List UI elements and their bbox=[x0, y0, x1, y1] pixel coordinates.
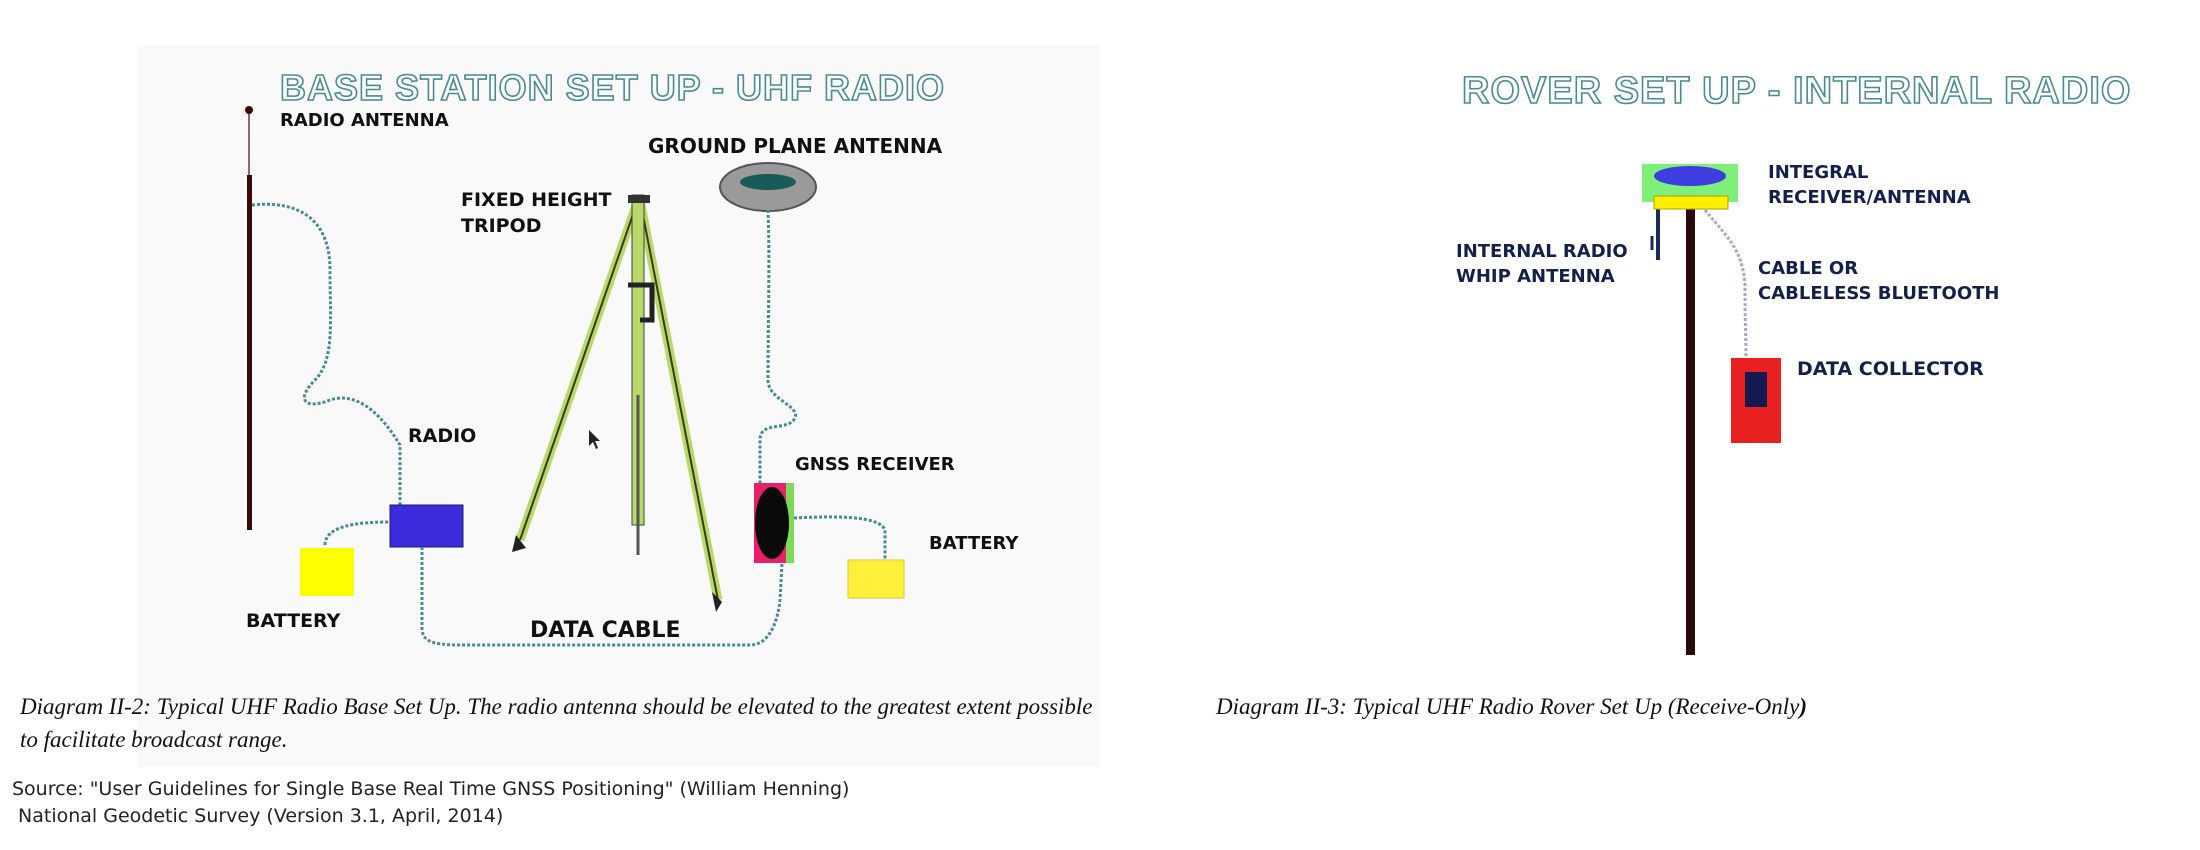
whip-antenna-label-line2: WHIP ANTENNA bbox=[1456, 266, 1615, 287]
radio-antenna-label: RADIO ANTENNA bbox=[280, 110, 449, 131]
rover-caption: Diagram II-3: Typical UHF Radio Rover Se… bbox=[1216, 690, 2116, 723]
gnss-receiver-label: GNSS RECEIVER bbox=[795, 454, 955, 475]
rover-caption-tail: ) bbox=[1799, 694, 1807, 719]
left-battery-label: BATTERY bbox=[246, 610, 341, 632]
ground-plane-antenna-label: GROUND PLANE ANTENNA bbox=[648, 134, 943, 158]
data-cable bbox=[420, 547, 784, 647]
rover-title: ROVER SET UP - INTERNAL RADIO bbox=[1462, 70, 2131, 112]
whip-antenna-label-line1: INTERNAL RADIO bbox=[1456, 241, 1628, 262]
radio-box bbox=[389, 504, 464, 548]
data-collector bbox=[1731, 358, 1781, 443]
integral-receiver-label-line1: INTEGRAL bbox=[1768, 162, 1868, 183]
fixed-height-tripod bbox=[512, 194, 723, 612]
integral-receiver-antenna bbox=[1642, 164, 1738, 210]
antenna-cable bbox=[251, 202, 402, 505]
source-line1: Source: "User Guidelines for Single Base… bbox=[12, 778, 850, 800]
rover-caption-text: Diagram II-3: Typical UHF Radio Rover Se… bbox=[1216, 694, 1800, 719]
data-cable-label: DATA CABLE bbox=[530, 618, 681, 643]
ground-plane-antenna bbox=[719, 162, 817, 212]
base-title: BASE STATION SET UP - UHF RADIO bbox=[280, 67, 945, 108]
mouse-cursor-icon bbox=[589, 430, 600, 449]
gnss-receiver bbox=[754, 483, 794, 563]
rover-data-cable bbox=[1703, 209, 1748, 359]
data-collector-label: DATA COLLECTOR bbox=[1797, 358, 1984, 380]
cable-label-line2: CABLELESS BLUETOOTH bbox=[1758, 283, 1999, 304]
whip-antenna bbox=[1650, 205, 1660, 260]
base-caption-line2: to facilitate broadcast range. bbox=[20, 727, 288, 752]
base-caption: Diagram II-2: Typical UHF Radio Base Set… bbox=[20, 690, 1210, 756]
tripod-label-line1: FIXED HEIGHT bbox=[461, 189, 612, 211]
radio-antenna bbox=[245, 106, 253, 530]
radio-label: RADIO bbox=[408, 425, 476, 447]
tripod-label-line2: TRIPOD bbox=[461, 215, 542, 237]
integral-receiver-label-line2: RECEIVER/ANTENNA bbox=[1768, 187, 1971, 208]
rover-pole bbox=[1686, 205, 1695, 655]
source-citation: Source: "User Guidelines for Single Base… bbox=[12, 776, 849, 830]
cable-label-line1: CABLE OR bbox=[1758, 258, 1858, 279]
left-battery-cable bbox=[323, 520, 391, 546]
base-panel-background bbox=[138, 45, 1100, 767]
ground-plane-cable bbox=[758, 209, 797, 485]
right-battery bbox=[847, 559, 905, 599]
base-caption-line1: Diagram II-2: Typical UHF Radio Base Set… bbox=[20, 694, 1093, 719]
source-line2: National Geodetic Survey (Version 3.1, A… bbox=[12, 805, 504, 827]
left-battery bbox=[300, 548, 354, 596]
right-battery-label: BATTERY bbox=[929, 533, 1019, 554]
